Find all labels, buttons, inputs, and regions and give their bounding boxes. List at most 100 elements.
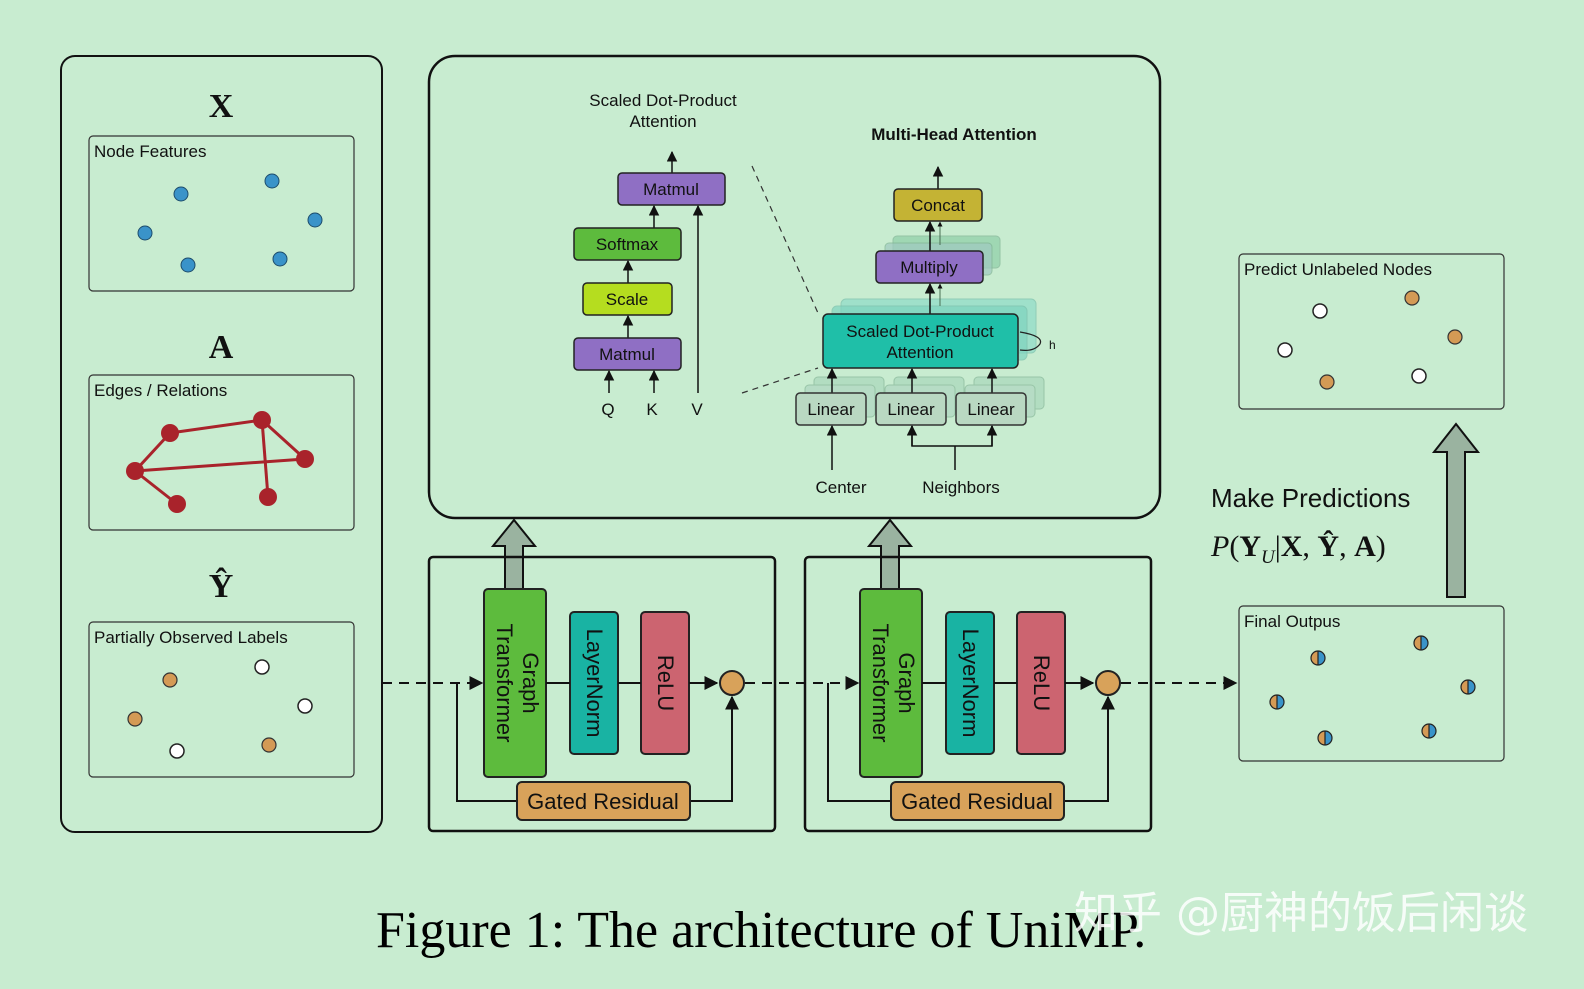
- graph-node: [296, 450, 314, 468]
- gated-residual-label: Gated Residual: [901, 789, 1053, 814]
- node-features-box: Node Features: [88, 135, 355, 292]
- graph-edges: [133, 418, 307, 506]
- output-node: [1317, 730, 1333, 746]
- prediction-formula: P(YU|X, Ŷ, A): [1210, 530, 1386, 568]
- expand-arrow: [490, 518, 538, 590]
- v-label: V: [691, 400, 703, 419]
- predict-arrow: [1431, 422, 1481, 598]
- gated-residual-block: [516, 781, 691, 821]
- feature-node: [307, 212, 323, 228]
- labeled-node: [1319, 374, 1335, 390]
- make-predictions-label: Make Predictions: [1211, 483, 1410, 513]
- residual-add-node: [1095, 670, 1121, 696]
- labeled-node: [127, 711, 143, 727]
- graph-node: [168, 495, 186, 513]
- edges-box: Edges / Relations: [88, 374, 355, 531]
- relu-label: ReLU: [653, 655, 678, 711]
- output-node: [1269, 694, 1285, 710]
- output-node: [1310, 650, 1326, 666]
- sdpa-block-line2: Attention: [886, 343, 953, 362]
- residual-add-node: [719, 670, 745, 696]
- q-label: Q: [601, 400, 614, 419]
- unlabeled-node: [254, 659, 270, 675]
- linear-block-center: Linear: [795, 392, 867, 426]
- graph-node: [126, 462, 144, 480]
- edges-label: Edges / Relations: [94, 381, 227, 400]
- k-label: K: [646, 400, 658, 419]
- gated-residual-label: Gated Residual: [527, 789, 679, 814]
- unlabeled-node: [1312, 303, 1328, 319]
- feature-node: [264, 173, 280, 189]
- feature-node: [137, 225, 153, 241]
- graph-transformer-label: Graph: [518, 652, 543, 713]
- heads-brace: [1019, 331, 1042, 351]
- matmul-top-block: Matmul: [617, 172, 726, 206]
- graph-node: [253, 411, 271, 429]
- unlabeled-node: [1277, 342, 1293, 358]
- sdpa-title-line2: Attention: [629, 112, 696, 131]
- matmul-bottom-label: Matmul: [599, 345, 655, 364]
- scale-block: Scale: [582, 282, 673, 316]
- sdpa-block: Scaled Dot-Product Attention: [822, 313, 1019, 369]
- zoom-line: [741, 367, 819, 394]
- neighbors-label: Neighbors: [922, 478, 1000, 497]
- a-symbol: A: [209, 329, 234, 366]
- linear-label: Linear: [967, 400, 1015, 419]
- softmax-block: Softmax: [573, 227, 682, 261]
- graph-transformer-label: Graph: [894, 652, 919, 713]
- concat-label: Concat: [911, 196, 965, 215]
- layernorm-label: LayerNorm: [958, 629, 983, 738]
- final-outputs-label: Final Outpus: [1244, 612, 1340, 631]
- linear-label: Linear: [887, 400, 935, 419]
- output-node: [1460, 679, 1476, 695]
- x-symbol: X: [209, 88, 234, 125]
- unlabeled-node: [1411, 368, 1427, 384]
- graph-transformer-label: Transformer: [492, 624, 517, 743]
- final-outputs-box: Final Outpus: [1238, 605, 1505, 762]
- figure-caption: Figure 1: The architecture of UniMP.: [376, 902, 1146, 959]
- attention-panel: Scaled Dot-Product Attention Matmul Soft…: [427, 54, 1162, 520]
- watermark: 知乎 @厨神的饭后闲谈: [1074, 888, 1528, 939]
- gated-residual-block: [890, 781, 1065, 821]
- labeled-node: [1447, 329, 1463, 345]
- graph-node: [161, 424, 179, 442]
- matmul-bottom-block: Matmul: [573, 337, 682, 371]
- concat-block: Concat: [893, 188, 983, 222]
- mha-title: Multi-Head Attention: [871, 125, 1037, 144]
- predict-box: Predict Unlabeled Nodes: [1238, 253, 1505, 410]
- labeled-node: [162, 672, 178, 688]
- feature-node: [173, 186, 189, 202]
- linear-label: Linear: [807, 400, 855, 419]
- multiply-block: Multiply: [875, 250, 984, 284]
- layer-block-1: Graph Transformer LayerNorm ReLU Gated R…: [427, 555, 777, 833]
- labeled-node: [261, 737, 277, 753]
- sdpa-block-line1: Scaled Dot-Product: [846, 322, 994, 341]
- layer-block-2: Graph Transformer LayerNorm ReLU Gated R…: [803, 555, 1153, 833]
- zoom-line: [751, 165, 819, 314]
- expand-arrow: [866, 518, 914, 590]
- relu-label: ReLU: [1029, 655, 1054, 711]
- predict-label: Predict Unlabeled Nodes: [1244, 260, 1432, 279]
- center-label: Center: [815, 478, 866, 497]
- feature-node: [180, 257, 196, 273]
- linear-block-middle: Linear: [875, 392, 947, 426]
- heads-label: h: [1049, 338, 1056, 352]
- input-panel: X Node Features A Edges / Relations: [60, 55, 383, 833]
- node-features-label: Node Features: [94, 142, 206, 161]
- scale-label: Scale: [606, 290, 649, 309]
- unlabeled-node: [169, 743, 185, 759]
- linear-block-right: Linear: [955, 392, 1027, 426]
- softmax-label: Softmax: [596, 235, 659, 254]
- labels-box: Partially Observed Labels: [88, 621, 355, 778]
- y-hat-symbol: Ŷ: [209, 567, 234, 605]
- sdpa-title-line1: Scaled Dot-Product: [589, 91, 737, 110]
- multiply-label: Multiply: [900, 258, 958, 277]
- output-node: [1413, 635, 1429, 651]
- labeled-node: [1404, 290, 1420, 306]
- graph-transformer-label: Transformer: [868, 624, 893, 743]
- graph-node: [259, 488, 277, 506]
- feature-node: [272, 251, 288, 267]
- layernorm-label: LayerNorm: [582, 629, 607, 738]
- matmul-top-label: Matmul: [643, 180, 699, 199]
